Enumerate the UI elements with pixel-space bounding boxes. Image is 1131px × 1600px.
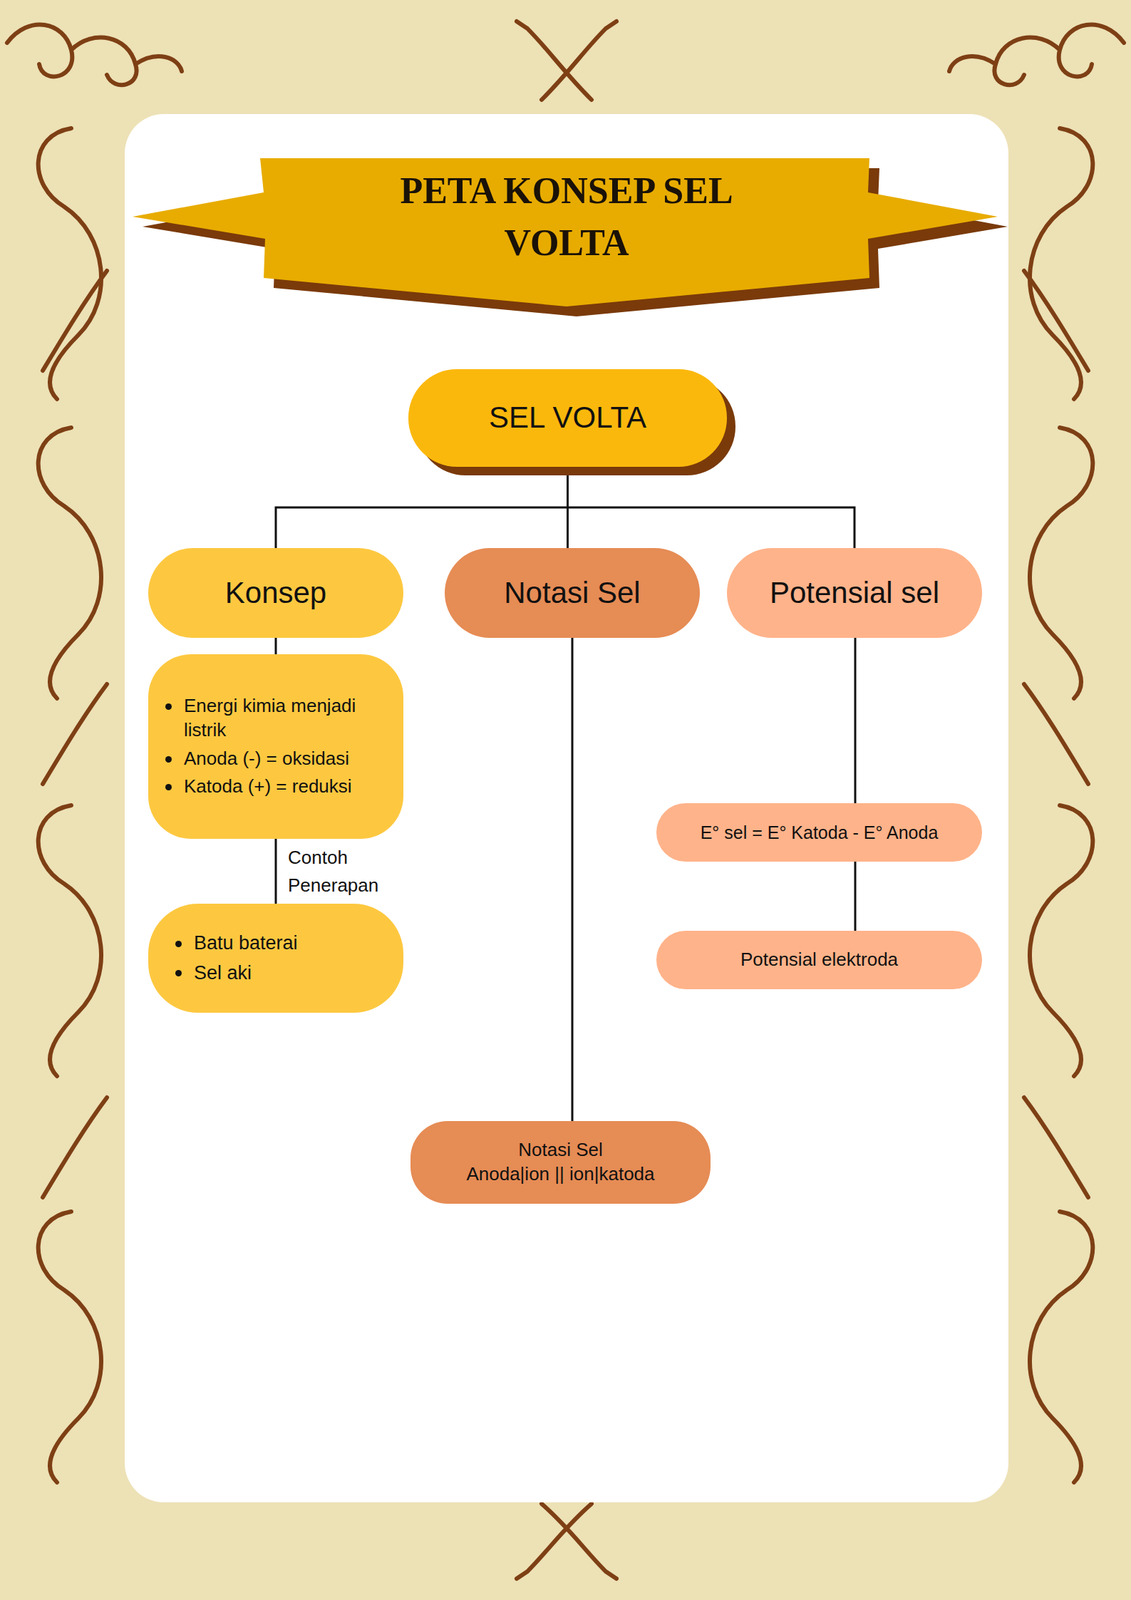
swirl-ornament xyxy=(38,427,102,699)
formula-box: E° sel = E° Katoda - E° Anoda xyxy=(656,803,983,862)
cloud-ornament xyxy=(7,24,182,86)
connector-line xyxy=(275,466,568,549)
connector-line xyxy=(571,637,574,1122)
bullet-box: Batu bateraiSel aki xyxy=(148,903,404,1013)
batik-ornament xyxy=(7,21,1124,1579)
node-text: E° sel = E° Katoda - E° Anoda xyxy=(700,820,939,845)
swirl-ornament xyxy=(38,805,102,1077)
node-text: SEL VOLTA xyxy=(488,398,647,438)
swirl-ornament xyxy=(1029,805,1093,1077)
node-text: Notasi Sel xyxy=(503,573,640,613)
notation-box: Notasi SelAnoda|ion || ion|katoda xyxy=(410,1121,711,1204)
connector-line xyxy=(854,861,857,931)
connector-line xyxy=(854,637,857,804)
white-panel xyxy=(124,114,1009,1503)
node-text: Potensial elektroda xyxy=(740,947,898,973)
root-box: SEL VOLTA xyxy=(408,369,727,467)
cloud-ornament xyxy=(949,24,1124,86)
title-text: PETA KONSEP SEL VOLTA xyxy=(388,165,745,270)
category-box: Konsep xyxy=(148,548,404,638)
kris-ornament xyxy=(516,1503,617,1579)
connector-line xyxy=(275,838,278,904)
bullet-text: Sel aki xyxy=(175,960,387,986)
title-banner xyxy=(132,158,998,307)
bullet-text: Katoda (+) = reduksi xyxy=(165,774,388,799)
node-text: Notasi Sel xyxy=(518,1138,603,1163)
node-text: Potensial sel xyxy=(769,573,940,613)
swirl-ornament xyxy=(1029,1211,1093,1483)
connector-line xyxy=(567,466,856,549)
bullet-text: Batu baterai xyxy=(175,930,387,956)
category-box: Notasi Sel xyxy=(444,548,700,638)
kris-ornament xyxy=(516,21,617,100)
swirl-ornament xyxy=(38,1211,102,1483)
connector-line xyxy=(275,637,278,655)
category-box: Potensial sel xyxy=(726,548,983,638)
node-text: Anoda|ion || ion|katoda xyxy=(466,1162,655,1187)
detail-box: Potensial elektroda xyxy=(656,930,983,990)
bullet-box: Energi kimia menjadi listrikAnoda (-) = … xyxy=(148,654,404,839)
node-text: Konsep xyxy=(225,573,327,613)
bullet-text: Anoda (-) = oksidasi xyxy=(165,746,388,772)
bullet-text: Energi kimia menjadi listrik xyxy=(165,694,388,743)
edge-label: Contoh Penerapan xyxy=(285,843,412,900)
swirl-ornament xyxy=(1029,427,1093,699)
